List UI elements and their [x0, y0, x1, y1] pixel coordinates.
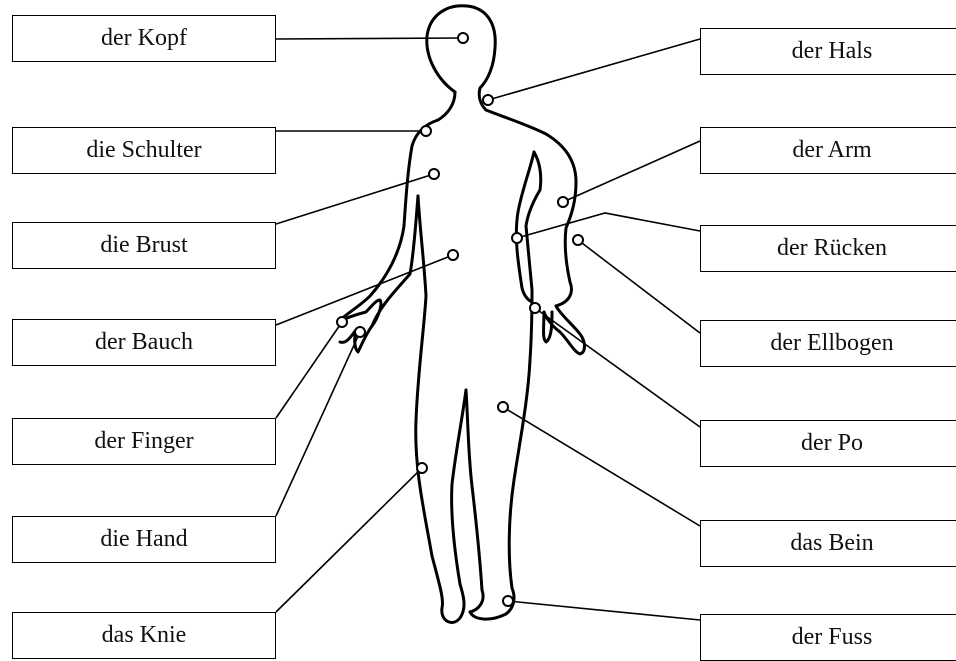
- marker-ellbogen: [573, 235, 583, 245]
- marker-brust: [429, 169, 439, 179]
- marker-finger: [337, 317, 347, 327]
- marker-po: [530, 303, 540, 313]
- leader-lines: [276, 38, 700, 620]
- label-ellbogen: der Ellbogen: [700, 320, 956, 367]
- marker-schulter: [421, 126, 431, 136]
- marker-kopf: [458, 33, 468, 43]
- marker-arm: [558, 197, 568, 207]
- label-bauch: der Bauch: [12, 319, 276, 366]
- label-fuss: der Fuss: [700, 614, 956, 661]
- label-hals: der Hals: [700, 28, 956, 75]
- marker-bauch: [448, 250, 458, 260]
- marker-fuss: [503, 596, 513, 606]
- body-silhouette: [338, 6, 585, 623]
- label-hand: die Hand: [12, 516, 276, 563]
- label-po: der Po: [700, 420, 956, 467]
- label-kopf: der Kopf: [12, 15, 276, 62]
- label-schulter: die Schulter: [12, 127, 276, 174]
- label-arm: der Arm: [700, 127, 956, 174]
- label-knie: das Knie: [12, 612, 276, 659]
- marker-bein: [498, 402, 508, 412]
- marker-ruecken: [512, 233, 522, 243]
- label-brust: die Brust: [12, 222, 276, 269]
- label-ruecken: der Rücken: [700, 225, 956, 272]
- label-bein: das Bein: [700, 520, 956, 567]
- marker-knie: [417, 463, 427, 473]
- marker-hand: [355, 327, 365, 337]
- label-finger: der Finger: [12, 418, 276, 465]
- marker-hals: [483, 95, 493, 105]
